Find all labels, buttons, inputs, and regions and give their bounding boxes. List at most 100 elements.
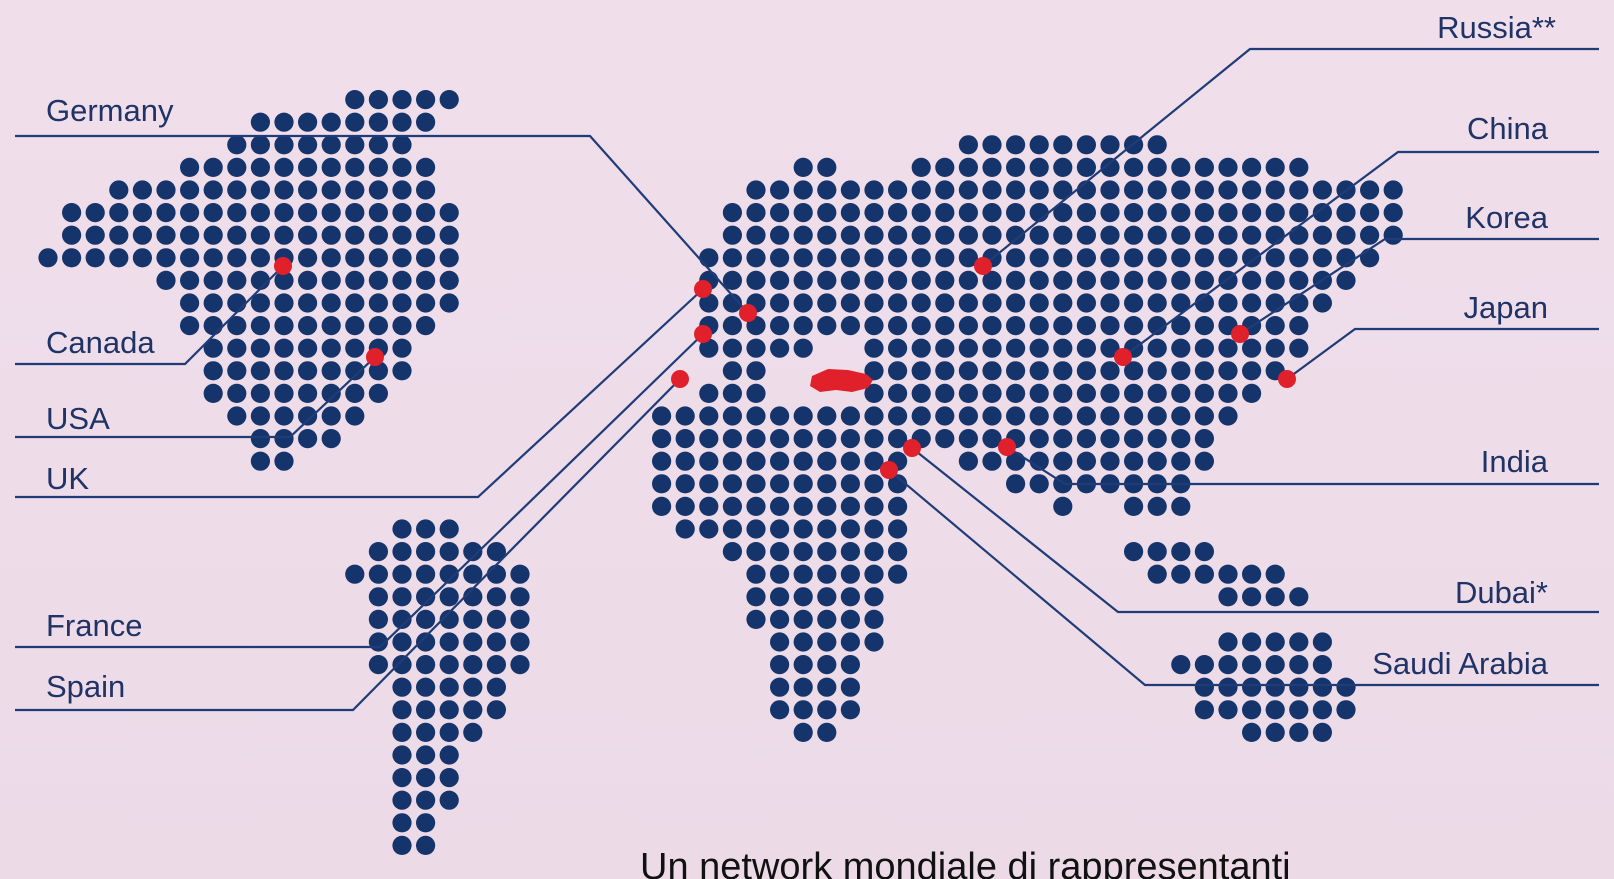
land-dot xyxy=(392,270,412,290)
land-dot xyxy=(840,225,861,245)
land-dot xyxy=(392,338,412,358)
land-dot xyxy=(1076,293,1096,313)
land-dot xyxy=(345,203,365,223)
land-dot xyxy=(793,564,813,584)
land-dot xyxy=(227,383,247,403)
land-dot xyxy=(864,338,884,358)
land-dot xyxy=(1029,293,1049,313)
land-dot xyxy=(345,406,365,426)
land-dot xyxy=(840,609,861,630)
land-dot xyxy=(1265,564,1285,584)
land-dot xyxy=(227,225,247,245)
land-dot xyxy=(1242,338,1262,358)
land-dot xyxy=(840,474,861,494)
land-dot xyxy=(840,655,861,675)
land-dot xyxy=(1171,451,1191,471)
land-dot xyxy=(1242,700,1262,720)
land-dot xyxy=(1265,180,1285,200)
land-dot xyxy=(439,564,459,584)
land-dot xyxy=(274,406,294,426)
land-dot xyxy=(368,248,388,268)
land-dot xyxy=(510,564,530,584)
land-dot xyxy=(392,745,412,765)
land-dot xyxy=(298,112,318,132)
land-dot xyxy=(439,655,459,675)
land-dot xyxy=(840,542,861,562)
land-dot xyxy=(1171,406,1191,426)
land-dot xyxy=(1171,429,1191,449)
land-dot xyxy=(1100,180,1120,200)
land-dot xyxy=(1336,700,1356,720)
land-dot xyxy=(1006,406,1026,426)
land-dot xyxy=(770,587,790,607)
land-dot xyxy=(439,609,459,630)
land-dot xyxy=(62,225,82,245)
land-dot xyxy=(180,293,200,313)
land-dot xyxy=(1029,361,1049,381)
land-dot xyxy=(864,542,884,562)
marker-canada xyxy=(274,257,292,275)
land-dot xyxy=(1147,180,1167,200)
land-dot xyxy=(416,745,436,765)
land-dot xyxy=(298,316,318,336)
land-dot xyxy=(935,293,955,313)
land-dot xyxy=(463,564,483,584)
land-dot xyxy=(793,316,813,336)
land-dot xyxy=(1147,248,1167,268)
land-dot xyxy=(864,293,884,313)
land-dot xyxy=(1194,564,1214,584)
land-dot xyxy=(439,542,459,562)
land-dot xyxy=(817,248,837,268)
land-dot xyxy=(675,474,695,494)
land-dot xyxy=(392,157,412,177)
land-dot xyxy=(888,293,908,313)
land-dot xyxy=(746,406,766,426)
land-dot xyxy=(1289,203,1309,223)
land-dot xyxy=(227,270,247,290)
land-dot xyxy=(840,632,861,652)
land-dot xyxy=(911,203,931,223)
land-dot xyxy=(699,338,719,358)
leader-line-france xyxy=(15,333,704,649)
land-dot xyxy=(958,248,979,268)
land-dot xyxy=(274,451,294,471)
land-dot xyxy=(368,542,388,562)
land-dot xyxy=(1194,225,1214,245)
land-dot xyxy=(439,519,459,539)
label-korea: Korea xyxy=(1465,200,1548,235)
land-dot xyxy=(1218,248,1238,268)
land-dot xyxy=(958,451,979,471)
land-dot xyxy=(227,135,247,155)
land-dot xyxy=(298,270,318,290)
land-dot xyxy=(1194,316,1214,336)
land-dot xyxy=(982,293,1002,313)
land-dot xyxy=(793,225,813,245)
land-dot xyxy=(1194,700,1214,720)
land-dot xyxy=(722,361,743,381)
land-dot xyxy=(1218,700,1238,720)
land-dot xyxy=(416,225,436,245)
land-dot xyxy=(85,203,105,223)
land-dot xyxy=(1194,248,1214,268)
land-dot xyxy=(1029,338,1049,358)
land-dot xyxy=(1076,270,1096,290)
land-dot xyxy=(888,406,908,426)
marker-uk xyxy=(694,280,712,298)
land-dot xyxy=(416,157,436,177)
leader-line-canada xyxy=(15,265,284,366)
land-dot xyxy=(1242,270,1262,290)
land-dot xyxy=(864,383,884,403)
land-dot xyxy=(793,270,813,290)
land-dot xyxy=(416,700,436,720)
land-dot xyxy=(250,248,270,268)
land-dot xyxy=(1100,361,1120,381)
land-dot xyxy=(274,112,294,132)
land-dot xyxy=(416,270,436,290)
land-dot xyxy=(345,564,365,584)
land-dot xyxy=(392,293,412,313)
land-dot xyxy=(298,135,318,155)
land-dot xyxy=(770,429,790,449)
land-dot xyxy=(1100,406,1120,426)
land-dot xyxy=(699,248,719,268)
land-dot xyxy=(203,293,223,313)
